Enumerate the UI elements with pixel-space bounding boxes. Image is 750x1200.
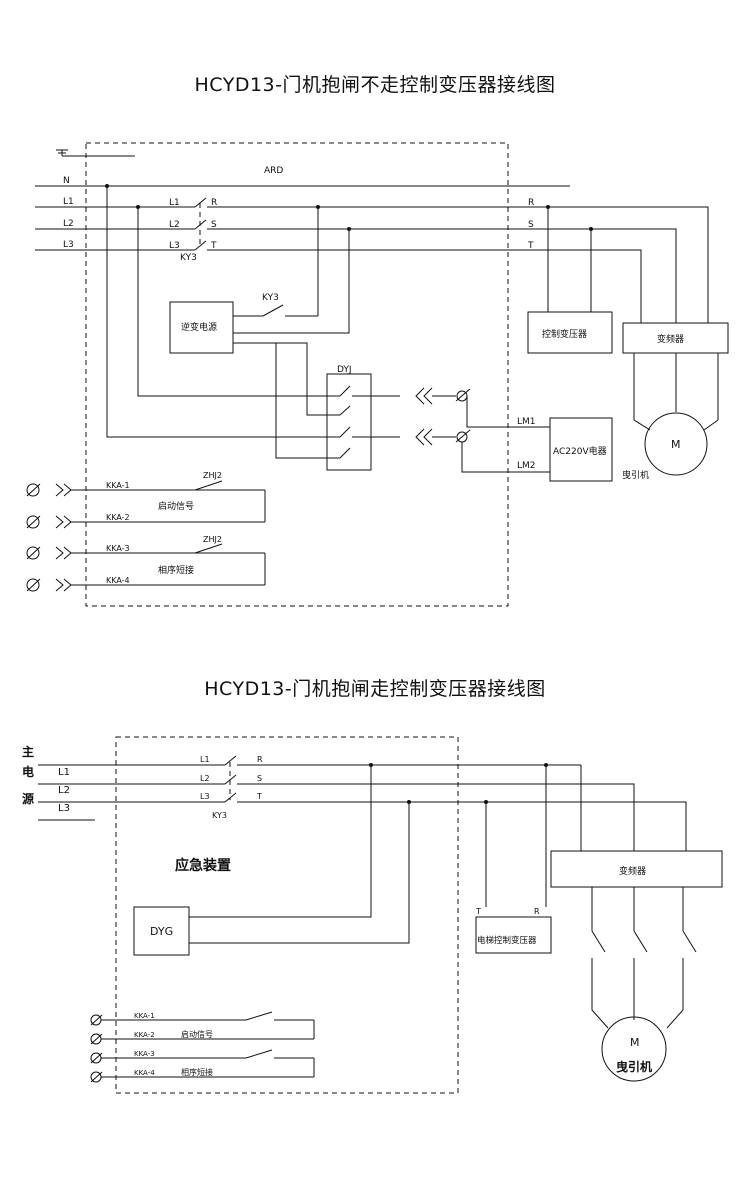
motor2-m: M xyxy=(630,1036,640,1049)
ky3-t: T xyxy=(210,241,217,251)
motor-m: M xyxy=(671,438,681,451)
ard-enclosure xyxy=(85,142,509,607)
d2-ky3-r: R xyxy=(257,755,263,764)
control-transformer xyxy=(527,311,613,354)
inverter-box xyxy=(169,301,234,354)
d2-start-signal: 启动信号 xyxy=(181,1029,213,1039)
dyj-relay xyxy=(326,373,372,471)
line-l3-label: L3 xyxy=(63,240,74,250)
out-r: R xyxy=(528,198,534,208)
kka3-label: KKA-3 xyxy=(106,544,130,553)
diagram1: N ARD L1 L2 L3 L1 L2 L3 R S T KY3 xyxy=(26,142,729,607)
ac220-appliance xyxy=(549,417,613,482)
line-n-label: N xyxy=(63,176,70,186)
lm1-label: LM1 xyxy=(517,417,536,427)
diagram1-title: HCYD13-门机抱闸不走控制变压器接线图 xyxy=(194,74,556,96)
vfd2-label: 变频器 xyxy=(619,865,646,877)
ky3-l2: L2 xyxy=(169,220,180,230)
control-transformer-label: 控制变压器 xyxy=(542,328,587,340)
ky3-label: KY3 xyxy=(180,253,197,263)
dyj-label: DYJ xyxy=(337,365,352,375)
d2-l3: L3 xyxy=(58,803,70,814)
d2-kka4: KKA-4 xyxy=(134,1069,155,1077)
ky3-l1: L1 xyxy=(169,198,180,208)
et-t: T xyxy=(475,907,481,916)
d2-ky3-label: KY3 xyxy=(212,811,227,820)
d2-ky3-l2: L2 xyxy=(200,774,210,783)
start-signal: 启动信号 xyxy=(158,500,194,512)
emergency-enclosure xyxy=(115,736,459,1094)
d2-ky3-l1: L1 xyxy=(200,755,210,764)
main-power-1: 主 xyxy=(22,744,34,759)
kka1-label: KKA-1 xyxy=(106,481,130,490)
motor-label: 曳引机 xyxy=(622,469,649,481)
vfd-label: 变频器 xyxy=(657,333,684,345)
main-power-3: 源 xyxy=(22,791,34,806)
d2-phase-short: 相序短接 xyxy=(181,1067,213,1077)
phase-short: 相序短接 xyxy=(158,564,194,576)
ky3-r: R xyxy=(211,198,217,208)
ky3-l3: L3 xyxy=(169,241,180,251)
terminal-kka4 xyxy=(26,578,265,592)
et-label: 电梯控制变压器 xyxy=(477,935,537,946)
inverter-label: 逆变电源 xyxy=(181,321,217,333)
d2-terminal-kka2 xyxy=(90,1033,314,1045)
d2-kka3: KKA-3 xyxy=(134,1050,155,1058)
dyg-label: DYG xyxy=(150,925,173,938)
motor-icon xyxy=(644,412,708,476)
line-l2-label: L2 xyxy=(63,219,74,229)
diagram2: 主 电 源 L1 L2 L3 L1 L2 L3 R S T KY3 xyxy=(22,736,723,1094)
elevator-transformer xyxy=(475,916,552,954)
out-s: S xyxy=(528,220,534,230)
kka2-label: KKA-2 xyxy=(106,513,130,522)
ky3-s: S xyxy=(211,220,217,230)
terminal-kka3 xyxy=(26,546,265,560)
ard-label: ARD xyxy=(264,166,283,176)
lm2-label: LM2 xyxy=(517,461,536,471)
zhj2-a: ZHJ2 xyxy=(203,471,222,480)
ky3-switch-2 xyxy=(224,755,581,803)
d2-ky3-l3: L3 xyxy=(200,792,210,801)
ac220-label: AC220V电器 xyxy=(553,445,607,457)
out-t: T xyxy=(527,241,534,251)
ky3-inv-label: KY3 xyxy=(262,293,279,303)
d2-ky3-s: S xyxy=(257,774,262,783)
motor2-label: 曳引机 xyxy=(616,1059,652,1074)
dyg-box xyxy=(133,906,190,956)
line-l1-label: L1 xyxy=(63,197,74,207)
kka4-label: KKA-4 xyxy=(106,576,130,585)
connector-icon xyxy=(415,428,471,446)
zhj2-b: ZHJ2 xyxy=(203,535,222,544)
emergency-label: 应急装置 xyxy=(175,857,231,874)
d2-ky3-t: T xyxy=(256,792,262,801)
d2-kka1: KKA-1 xyxy=(134,1012,155,1020)
vfd-box xyxy=(622,322,729,354)
ky3-switch xyxy=(194,197,508,251)
main-power-2: 电 xyxy=(22,764,34,779)
d2-kka2: KKA-2 xyxy=(134,1031,155,1039)
et-r: R xyxy=(534,907,540,916)
d2-l2: L2 xyxy=(58,785,70,796)
d2-terminal-kka1 xyxy=(90,1011,314,1026)
d2-terminal-kka4 xyxy=(90,1071,314,1083)
diagram2-title: HCYD13-门机抱闸走控制变压器接线图 xyxy=(204,678,546,700)
d2-l1: L1 xyxy=(58,767,70,778)
connector-icon xyxy=(415,387,471,405)
vfd2-box xyxy=(550,850,723,888)
terminal-kka2 xyxy=(26,515,265,529)
ky3-inverter-contact xyxy=(233,207,319,317)
d2-terminal-kka3 xyxy=(90,1049,314,1064)
ground-icon xyxy=(56,149,135,157)
terminal-kka1 xyxy=(26,483,265,497)
motor2-icon xyxy=(601,1016,667,1082)
